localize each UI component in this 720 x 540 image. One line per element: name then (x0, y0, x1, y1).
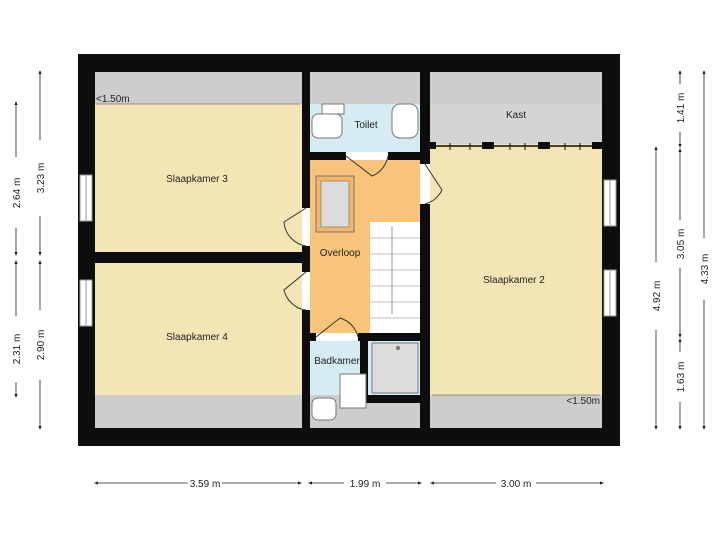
door-swing-slaapkamer-4 (283, 271, 307, 311)
dimension-right-a: 4.92 m (652, 281, 663, 312)
low-ceiling-zone-right-top (430, 72, 602, 104)
dimension-bottom-middle: 1.99 m (350, 479, 381, 490)
door-opening-toilet (346, 152, 388, 160)
room-label-kast: Kast (506, 110, 526, 121)
kast-door-ticks (449, 143, 581, 150)
dimension-right-c: 4.33 m (700, 254, 711, 285)
interior-wall-right (420, 72, 430, 428)
room-label-slaapkamer-4: Slaapkamer 4 (166, 332, 228, 343)
toilet-bowl-icon (311, 113, 343, 139)
room-label-overloop: Overloop (320, 248, 361, 259)
low-ceiling-zone-left-bottom (95, 395, 302, 428)
shower-tray-icon (371, 342, 419, 394)
wall-badkamer-partition (360, 341, 368, 403)
dimension-left-inner-bottom: 2.90 m (36, 330, 47, 361)
door-opening-slaapkamer-2 (420, 164, 430, 204)
staircase (370, 222, 420, 333)
door-swing-toilet (345, 155, 389, 177)
dimension-bottom-left: 3.59 m (190, 479, 221, 490)
room-label-badkamer: Badkamer (314, 356, 360, 367)
washbasin-toilet-icon (391, 103, 419, 139)
dimension-right-b-mid: 3.05 m (676, 229, 687, 260)
stair-treads (370, 237, 420, 319)
room-label-slaapkamer-2: Slaapkamer 2 (483, 275, 545, 286)
room-label-toilet: Toilet (354, 120, 378, 131)
door-swing-slaapkamer-3 (283, 207, 307, 247)
badkamer-washbasin-icon (339, 373, 367, 409)
interior-wall-left (302, 72, 310, 428)
overloop-storage-inner (320, 180, 350, 228)
badkamer-toilet-icon (311, 397, 337, 421)
dimension-left-outer-top: 2.64 m (12, 178, 23, 209)
low-ceiling-zone-right-bottom (430, 395, 602, 428)
dimension-left-inner-top: 3.23 m (36, 163, 47, 194)
door-opening-slaapkamer-4 (302, 272, 310, 310)
dimension-right-b-bottom: 1.63 m (676, 362, 687, 393)
doors (283, 152, 443, 341)
door-swing-slaapkamer-2 (424, 163, 443, 205)
window-mullions (85, 175, 611, 326)
wall-between-bedrooms (95, 252, 302, 263)
fixtures (311, 103, 419, 421)
wall-overloop-badkamer (310, 333, 420, 341)
height-note-right: <1.50m (566, 396, 600, 407)
dimension-right-b-top: 1.41 m (676, 93, 687, 124)
kast-post-2 (482, 142, 494, 149)
dimension-bottom-right: 3.00 m (501, 479, 532, 490)
right-dimension-lines (654, 70, 706, 430)
wall-badkamer-shower (368, 395, 420, 403)
low-ceiling-zone-toilet (310, 72, 420, 104)
room-label-slaapkamer-3: Slaapkamer 3 (166, 174, 228, 185)
kast-floor (430, 104, 602, 144)
low-ceiling-zone-left-top (95, 72, 302, 104)
kast-post-4 (592, 142, 602, 149)
door-swing-badkamer (315, 317, 359, 338)
door-opening-badkamer (316, 333, 358, 341)
kast-post-1 (426, 142, 436, 149)
height-note-left: <1.50m (96, 94, 130, 105)
kast-post-3 (538, 142, 550, 149)
left-dimension-lines (14, 70, 42, 430)
toilet-cistern-icon (321, 103, 345, 115)
shower-drain-icon (396, 346, 400, 350)
dimension-left-outer-bottom: 2.31 m (12, 334, 23, 365)
door-opening-slaapkamer-3 (302, 208, 310, 246)
